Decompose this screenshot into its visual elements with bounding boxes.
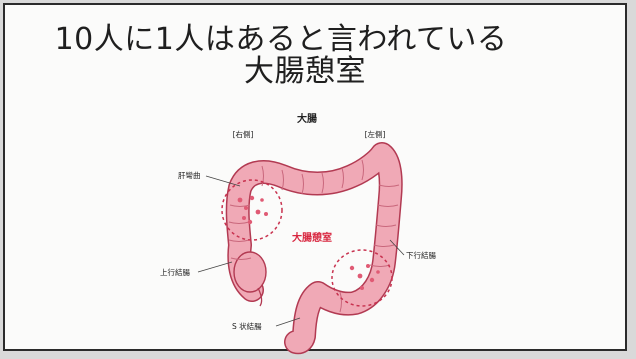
descending-colon-label: 下行結腸 [406,250,436,260]
colon-illustration [229,154,399,342]
side-right-label: [右側] [233,129,254,139]
diagram-heading: 大腸 [297,112,317,125]
side-left-label: [左側] [365,129,386,139]
diverticulum-label: 大腸憩室 [292,231,332,244]
hepatic-flexure-label: 肝彎曲 [178,170,201,180]
ascending-colon-leader [198,262,232,272]
ascending-colon-label: 上行結腸 [160,267,190,277]
sigmoid-colon-label: S 状結腸 [232,321,262,331]
